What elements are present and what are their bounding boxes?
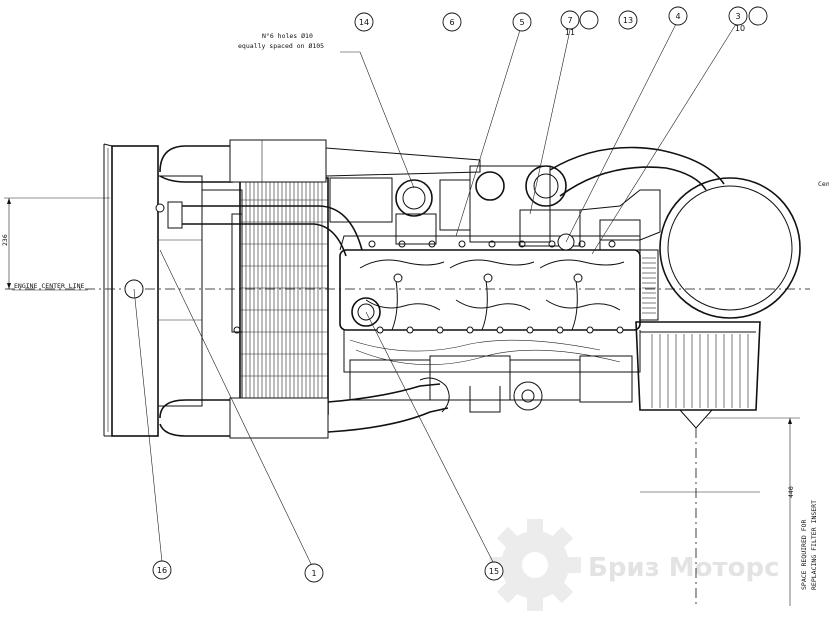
svg-text:4: 4 [675, 12, 680, 21]
holes-note-line-2: equally spaced on Ø105 [238, 42, 324, 50]
svg-text:6: 6 [449, 18, 454, 27]
watermark: Бриз Моторс [489, 519, 780, 611]
svg-text:10: 10 [735, 24, 745, 33]
svg-text:15: 15 [489, 567, 499, 576]
svg-text:14: 14 [359, 18, 369, 27]
upper-hose [159, 139, 481, 183]
radiator [103, 143, 243, 437]
balloon-4: 4 [668, 6, 688, 26]
lower-hose [159, 377, 450, 439]
dim-236-label: 236 [1, 234, 9, 246]
svg-text:11: 11 [565, 28, 575, 37]
balloon-5: 5 [512, 12, 532, 32]
balloon-16: 16 [152, 560, 172, 580]
balloon-7: 7 [560, 10, 580, 30]
balloon-14: 14 [354, 12, 374, 32]
intake-pipe [167, 201, 363, 257]
dim-440-label: 440 [787, 486, 795, 498]
balloon-11: 11 [565, 10, 599, 37]
cut-label: Cen [818, 180, 829, 188]
dimension-440: 440 SPACE REQUIRED FOR REPLACING FILTER … [640, 417, 818, 606]
balloon-15: 15 [484, 561, 504, 581]
svg-text:16: 16 [157, 566, 167, 575]
fan-grille [231, 177, 329, 415]
engine-center-line-label: ENGINE CENTER LINE [14, 282, 85, 290]
svg-text:1: 1 [311, 569, 316, 578]
balloon-10: 10 [735, 6, 768, 33]
svg-text:13: 13 [623, 16, 633, 25]
balloon-1: 1 [304, 563, 324, 583]
engine-block [339, 235, 641, 413]
air-duct [549, 146, 725, 197]
filter-space-label-1: SPACE REQUIRED FOR [800, 519, 808, 590]
svg-text:7: 7 [567, 16, 572, 25]
svg-text:5: 5 [519, 18, 524, 27]
balloon-13: 13 [618, 10, 638, 30]
turbocharger [329, 165, 661, 251]
holes-note-line-1: N°6 holes Ø10 [262, 32, 313, 40]
air-filter [639, 177, 801, 321]
flange-holes [395, 179, 433, 217]
crank-pulley [351, 297, 381, 327]
watermark-text: Бриз Моторс [588, 553, 780, 583]
filter-space-label-2: REPLACING FILTER INSERT [810, 500, 818, 590]
dimension-236: 236 [1, 197, 110, 289]
svg-text:3: 3 [735, 12, 740, 21]
fuel-filter-canister [635, 321, 761, 606]
gear-icon [489, 519, 581, 611]
balloon-3: 3 [728, 6, 748, 26]
leader-lines [133, 23, 737, 567]
balloon-6: 6 [442, 12, 462, 32]
